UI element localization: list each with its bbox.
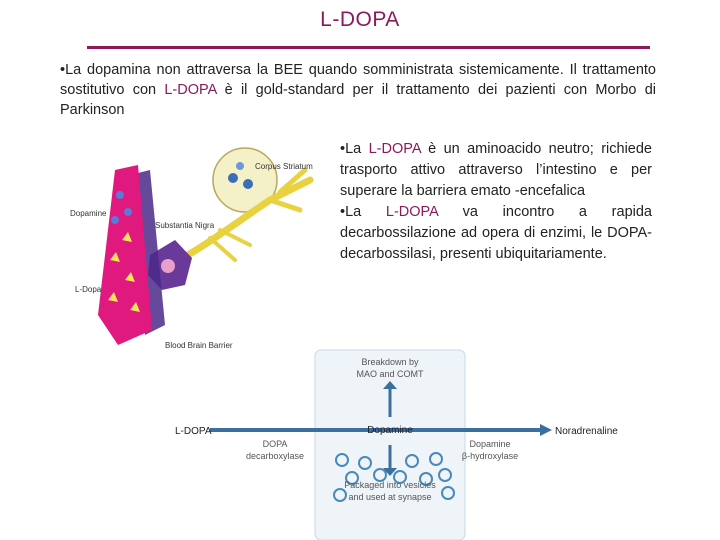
- dopamine-dot: [236, 162, 244, 170]
- intro-text-end: è il gold-standard per il trattamento de…: [60, 82, 656, 118]
- ldopa-highlight: L-DOPA: [164, 82, 217, 98]
- bbb-illustration: Corpus Striatum Substantia Nigra Dopamin…: [70, 140, 340, 355]
- dopamine-label: Dopamine: [70, 209, 107, 218]
- page-title: L-DOPA: [320, 8, 400, 31]
- ldopa-markers: [108, 232, 140, 312]
- arrowhead: [540, 424, 552, 436]
- arrowhead: [383, 468, 397, 476]
- dbh-label: Dopamine: [469, 439, 510, 449]
- corpus-striatum-label: Corpus Striatum: [255, 162, 313, 171]
- neuron-nucleus: [161, 259, 175, 273]
- vesicle-label-2: and used at synapse: [348, 492, 431, 502]
- neuron-branch: [267, 167, 308, 213]
- ldopa-node: L-DOPA: [175, 426, 212, 437]
- ddc-label: DOPA: [263, 439, 288, 449]
- ddc-label-2: decarboxylase: [246, 451, 304, 461]
- bbb-diagram: Corpus Striatum Substantia Nigra Dopamin…: [70, 147, 314, 350]
- bullet2-text: La: [345, 204, 386, 220]
- breakdown-label-2: MAO and COMT: [356, 369, 424, 379]
- dopamine-node: Dopamine: [367, 425, 413, 436]
- dopamine-markers: [111, 191, 132, 224]
- ldopa-highlight: L-DOPA: [385, 204, 438, 220]
- pathway-svg: Breakdown by MAO and COMT L-DOPA Dopamin…: [175, 349, 618, 540]
- pathway-diagram: Breakdown by MAO and COMT L-DOPA Dopamin…: [160, 345, 650, 540]
- bullet: •: [340, 204, 346, 220]
- neuron-dendrite: [208, 228, 252, 262]
- noradrenaline-node: Noradrenaline: [555, 426, 618, 437]
- bullet: •: [60, 62, 66, 78]
- dbh-label-2: β-hydroxylase: [462, 451, 518, 461]
- ldopa-label: L-Dopa: [75, 285, 102, 294]
- bullet: •: [340, 141, 346, 157]
- bullet2-text-end: va incontro a rapida decarbossilazione a…: [340, 204, 652, 262]
- substantia-nigra-label: Substantia Nigra: [155, 221, 215, 230]
- vesicle-label: Packaged into vesicles: [344, 480, 436, 490]
- dopamine-dot: [243, 179, 253, 189]
- bullet1-text-end: è un aminoacido neutro; richiede traspor…: [340, 141, 652, 199]
- title-divider: [87, 46, 650, 49]
- ldopa-highlight: L-DOPA: [368, 141, 421, 157]
- bbb-label: Blood Brain Barrier: [165, 341, 233, 350]
- details-paragraph: •La L-DOPA è un aminoacido neutro; richi…: [340, 139, 652, 265]
- dopamine-dot: [228, 173, 238, 183]
- breakdown-label: Breakdown by: [361, 357, 419, 367]
- bullet1-text: La: [345, 141, 369, 157]
- intro-paragraph: •La dopamina non attraversa la BEE quand…: [60, 60, 656, 120]
- intro-text: La dopamina non attraversa la BEE quando…: [60, 62, 656, 98]
- arrowhead: [383, 381, 397, 389]
- vesicles: [333, 452, 455, 502]
